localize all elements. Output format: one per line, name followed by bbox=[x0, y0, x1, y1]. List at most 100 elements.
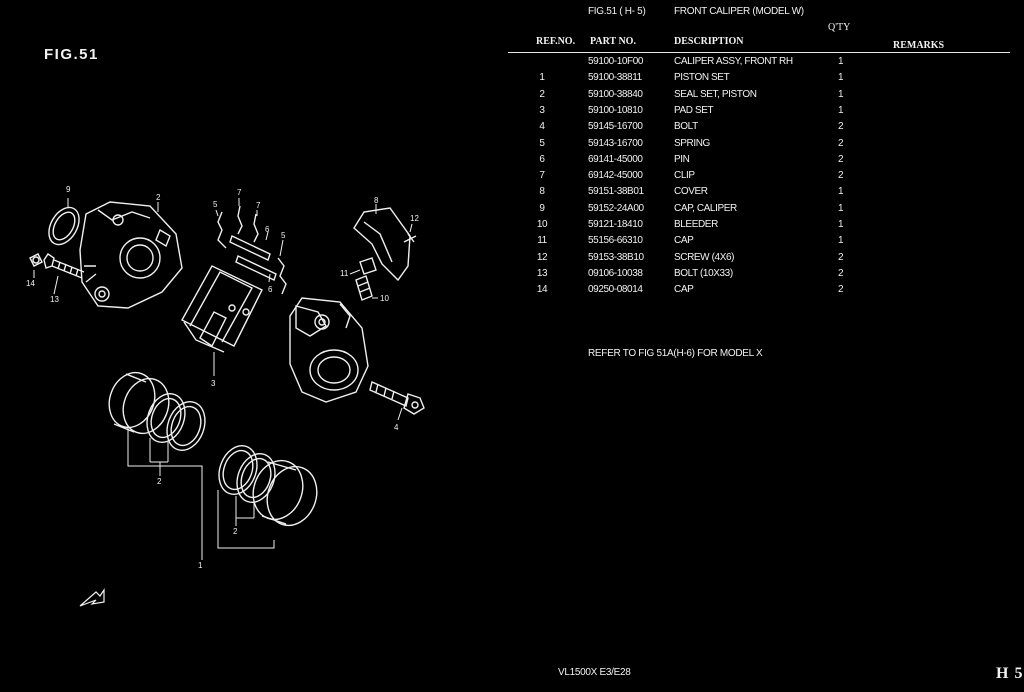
qty-cell: 2 bbox=[838, 137, 844, 149]
spring-part bbox=[217, 211, 287, 295]
callout-label: 2 bbox=[156, 193, 161, 202]
pin-part bbox=[229, 235, 277, 281]
callout-label: 2 bbox=[157, 477, 162, 486]
bleeder-part bbox=[355, 275, 373, 301]
callout-label: 13 bbox=[50, 295, 59, 304]
ref-no-cell: 12 bbox=[536, 251, 548, 263]
front-direction-arrow bbox=[79, 588, 105, 607]
bolt-10x33-part bbox=[43, 253, 85, 279]
part-no-cell: 59143-16700 bbox=[588, 137, 643, 149]
cap-part bbox=[359, 257, 377, 275]
callout-label: 5 bbox=[213, 200, 218, 209]
ref-no-cell: 5 bbox=[539, 137, 545, 149]
description-cell: SPRING bbox=[674, 137, 710, 149]
part-no-cell: 59100-38811 bbox=[588, 72, 642, 84]
qty-cell: 2 bbox=[838, 251, 844, 263]
callout-label: 5 bbox=[281, 231, 286, 240]
ref-no-cell: 10 bbox=[536, 219, 548, 230]
column-header-remarks: REMARKS bbox=[893, 40, 945, 51]
page-title: FRONT CALIPER (MODEL W) bbox=[674, 6, 804, 17]
column-header-qty: Q'TY bbox=[828, 22, 851, 33]
description-cell: CAP bbox=[674, 235, 694, 247]
ref-no-cell: 7 bbox=[539, 170, 545, 182]
table-row: 5 59143-16700 SPRING 2 bbox=[0, 138, 1024, 154]
ref-no-cell: 13 bbox=[536, 267, 548, 279]
column-header-ref-no: REF.NO. bbox=[536, 36, 576, 47]
part-no-cell: 55156-66310 bbox=[588, 235, 643, 247]
description-cell: CLIP bbox=[674, 170, 695, 182]
ref-no-cell: 9 bbox=[539, 202, 545, 214]
diagram-callouts: 9 2 7 7 5 6 5 6 8 12 11 10 14 13 3 4 2 2… bbox=[26, 185, 419, 570]
description-cell: PAD SET bbox=[674, 104, 714, 116]
table-row: 13 09106-10038 BOLT (10X33) 2 bbox=[0, 268, 1024, 284]
caliper-half-left-part bbox=[79, 201, 183, 309]
clip-part bbox=[237, 205, 259, 243]
callout-label: 8 bbox=[374, 196, 379, 205]
part-no-cell: 59152-24A00 bbox=[588, 202, 644, 214]
description-cell: PIN bbox=[674, 153, 690, 165]
piston-seal-part bbox=[146, 393, 276, 503]
column-header-part-no: PART NO. bbox=[590, 36, 636, 47]
ref-no-cell: 6 bbox=[539, 153, 545, 165]
callout-label: 1 bbox=[198, 561, 203, 570]
qty-cell: 1 bbox=[838, 88, 844, 100]
callout-label: 4 bbox=[394, 423, 399, 432]
part-no-cell: 69141-45000 bbox=[588, 153, 643, 165]
footer-model: VL1500X E3/E28 bbox=[558, 667, 631, 678]
exploded-parts-diagram: 9 2 7 7 5 6 5 6 8 12 11 10 14 13 3 4 2 2… bbox=[26, 185, 425, 607]
callout-label: 12 bbox=[410, 214, 419, 223]
qty-cell: 1 bbox=[838, 104, 844, 116]
qty-cell: 1 bbox=[838, 202, 844, 214]
callout-label: 10 bbox=[380, 294, 389, 303]
callout-label: 14 bbox=[26, 279, 35, 288]
ref-no-cell: 14 bbox=[536, 284, 548, 296]
ref-no-cell: 1 bbox=[539, 72, 545, 84]
figure-label: FIG.51 bbox=[44, 46, 99, 63]
part-no-cell: 59151-38B01 bbox=[588, 186, 644, 198]
callout-label: 7 bbox=[237, 188, 242, 197]
ref-no-cell: 8 bbox=[539, 186, 545, 198]
qty-cell: 2 bbox=[838, 267, 844, 279]
callout-label: 6 bbox=[268, 285, 273, 294]
ref-no-cell: 11 bbox=[537, 235, 547, 247]
description-cell: BOLT (10X33) bbox=[674, 267, 733, 279]
page-code: H 5 bbox=[996, 665, 1024, 682]
qty-cell: 2 bbox=[838, 170, 844, 182]
part-no-cell: 59100-10810 bbox=[588, 104, 643, 116]
description-cell: SEAL SET, PISTON bbox=[674, 88, 757, 100]
caliper-cap-part bbox=[48, 206, 80, 246]
ref-no-cell: 3 bbox=[539, 104, 545, 116]
part-no-cell: 09250-08014 bbox=[588, 284, 643, 296]
description-cell: COVER bbox=[674, 186, 708, 198]
piston-part bbox=[108, 371, 318, 527]
caliper-half-right-part bbox=[289, 297, 369, 403]
part-no-cell: 59100-10F00 bbox=[588, 56, 644, 67]
screw-part bbox=[403, 233, 417, 243]
table-row: 6 69141-45000 PIN 2 bbox=[0, 154, 1024, 170]
table-row: 3 59100-10810 PAD SET 1 bbox=[0, 105, 1024, 121]
qty-cell: 1 bbox=[838, 186, 844, 198]
qty-cell: 1 bbox=[838, 219, 844, 230]
part-no-cell: 59121-18410 bbox=[588, 219, 643, 230]
ref-no-cell: 4 bbox=[539, 121, 545, 133]
part-no-cell: 59145-16700 bbox=[588, 121, 643, 133]
model-note: REFER TO FIG 51A(H-6) FOR MODEL X bbox=[588, 348, 763, 359]
description-cell: CAP bbox=[674, 284, 694, 296]
qty-cell: 2 bbox=[838, 153, 844, 165]
callout-label: 9 bbox=[66, 185, 71, 194]
callout-label: 7 bbox=[256, 201, 261, 210]
part-no-cell: 09106-10038 bbox=[588, 267, 643, 279]
header-divider bbox=[508, 52, 1010, 53]
description-cell: BOLT bbox=[674, 121, 698, 133]
callout-label: 11 bbox=[340, 269, 349, 278]
qty-cell: 1 bbox=[838, 56, 844, 67]
bolt-cap-part bbox=[29, 253, 43, 267]
